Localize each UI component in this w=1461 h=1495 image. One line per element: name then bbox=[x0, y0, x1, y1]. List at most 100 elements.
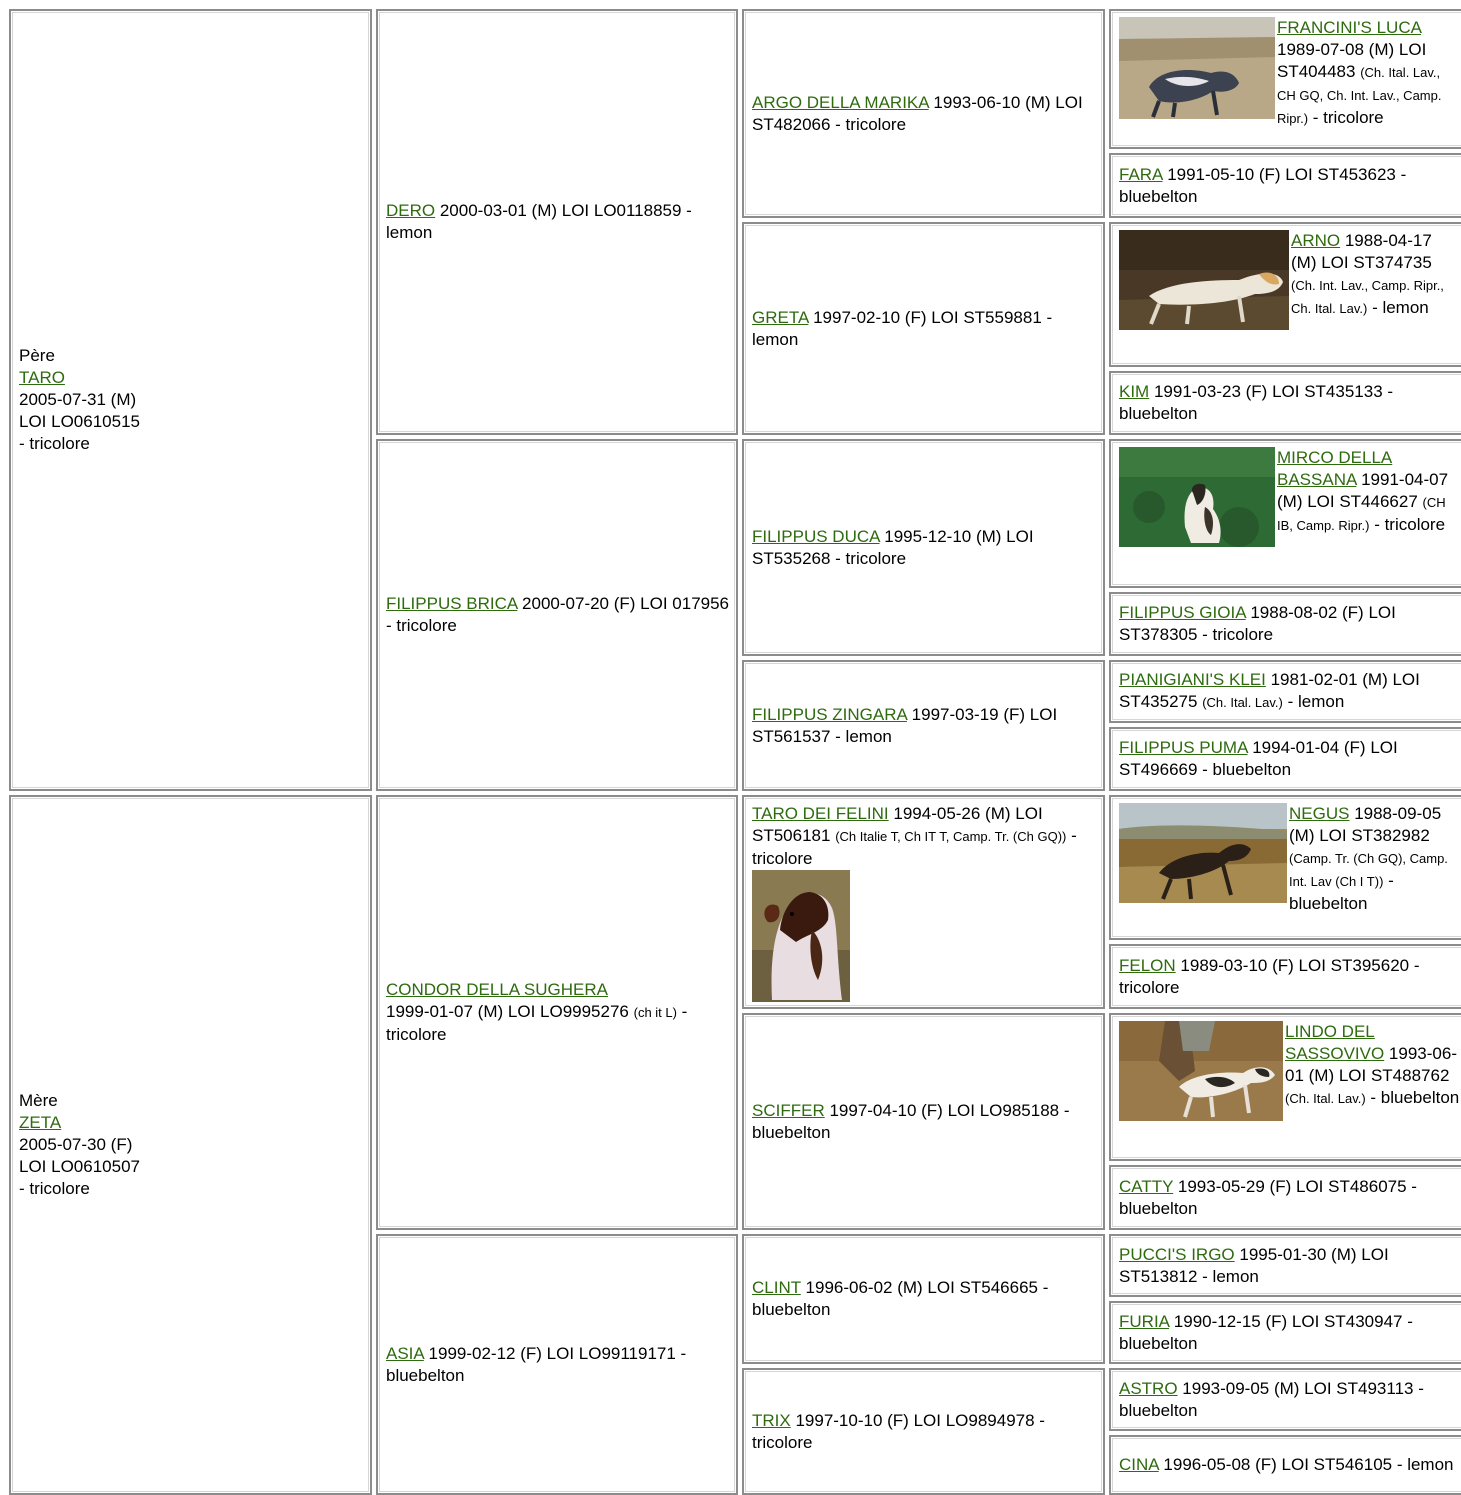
dog-details: 2000-03-01 (M) LOI LO0118859 - lemon bbox=[386, 201, 692, 242]
dog-name-link[interactable]: FILIPPUS PUMA bbox=[1119, 738, 1248, 757]
gen4-cell: FILIPPUS GIOIA 1988-08-02 (F) LOI ST3783… bbox=[1109, 592, 1461, 656]
dog-titles: (Ch. Ital. Lav.) bbox=[1285, 1091, 1366, 1106]
gen2-cell: CONDOR DELLA SUGHERA 1999-01-07 (M) LOI L… bbox=[376, 795, 738, 1230]
sire-registry: LOI LO0610515 bbox=[19, 412, 140, 431]
dog-name-link[interactable]: FILIPPUS DUCA bbox=[752, 526, 880, 546]
dog-details: 1993-09-05 (M) LOI ST493113 - bluebelton bbox=[1119, 1378, 1424, 1420]
dog-details: 1989-07-08 (M) LOI ST404483 bbox=[1277, 40, 1427, 81]
gen3-cell: CLINT 1996-06-02 (M) LOI ST546665 - blue… bbox=[742, 1234, 1105, 1364]
sire-name-link[interactable]: TARO bbox=[19, 368, 65, 387]
dog-details: 1999-02-12 (F) LOI LO99119171 - bluebelt… bbox=[386, 1343, 687, 1385]
gen4-cell: FARA 1991-05-10 (F) LOI ST453623 - blueb… bbox=[1109, 153, 1461, 218]
dog-details: 1999-01-07 (M) LOI LO9995276 bbox=[386, 1002, 634, 1021]
gen4-cell: NEGUS 1988-09-05 (M) LOI ST382982 (Camp.… bbox=[1109, 795, 1461, 940]
dog-titles: (Camp. Tr. (Ch GQ), Camp. Int. Lav (Ch I… bbox=[1289, 851, 1448, 889]
dog-name-link[interactable]: CLINT bbox=[752, 1278, 801, 1297]
dog-details: 1981-02-01 (M) LOI ST435275 bbox=[1119, 670, 1420, 711]
dog-details: 1993-06-01 (M) LOI ST488762 bbox=[1285, 1044, 1457, 1085]
dog-name-link[interactable]: SCIFFER bbox=[752, 1100, 825, 1120]
dog-name-link[interactable]: CATTY bbox=[1119, 1176, 1174, 1196]
gen3-cell: GRETA 1997-02-10 (F) LOI ST559881 - lemo… bbox=[742, 222, 1105, 435]
dog-name-link[interactable]: PIANIGIANI'S KLEI bbox=[1119, 670, 1266, 689]
dog-name-link[interactable]: FILIPPUS ZINGARA bbox=[752, 704, 907, 724]
dog-details: 1991-04-07 (M) LOI ST446627 bbox=[1277, 470, 1449, 511]
gen4-cell: MIRCO DELLA BASSANA 1991-04-07 (M) LOI S… bbox=[1109, 439, 1461, 588]
dam-color: - tricolore bbox=[19, 1179, 90, 1198]
gen4-cell: LINDO DEL SASSOVIVO 1993-06-01 (M) LOI S… bbox=[1109, 1013, 1461, 1161]
gen4-cell: FRANCINI'S LUCA 1989-07-08 (M) LOI ST404… bbox=[1109, 9, 1461, 149]
dog-name-link[interactable]: ASTRO bbox=[1119, 1378, 1178, 1398]
dog-name-link[interactable]: FILIPPUS GIOIA bbox=[1119, 603, 1246, 622]
gen4-cell: ARNO 1988-04-17 (M) LOI ST374735 (Ch. In… bbox=[1109, 222, 1461, 367]
gen2-cell: ASIA 1999-02-12 (F) LOI LO99119171 - blu… bbox=[376, 1234, 738, 1495]
sire-cell: Père TARO 2005-07-31 (M) LOI LO0610515 -… bbox=[9, 9, 372, 791]
dog-name-link[interactable]: FILIPPUS BRICA bbox=[386, 594, 518, 613]
dog-details: 1997-03-19 (F) LOI ST561537 - lemon bbox=[752, 704, 1058, 746]
dog-details: 1993-05-29 (F) LOI ST486075 - bluebelton bbox=[1119, 1176, 1417, 1218]
dog-color: - bluebelton bbox=[1365, 1088, 1460, 1107]
dog-name-link[interactable]: TARO DEI FELINI bbox=[752, 804, 889, 823]
dog-color: - tricolore bbox=[752, 826, 1077, 868]
dog-details: 1989-03-10 (F) LOI ST395620 - tricolore bbox=[1119, 955, 1420, 997]
dog-name-link[interactable]: MIRCO DELLA BASSANA bbox=[1277, 448, 1393, 489]
dam-birth: 2005-07-30 (F) bbox=[19, 1135, 133, 1154]
dog-name-link[interactable]: NEGUS bbox=[1289, 804, 1350, 823]
gen3-cell: TRIX 1997-10-10 (F) LOI LO9894978 - tric… bbox=[742, 1368, 1105, 1495]
dog-name-link[interactable]: TRIX bbox=[752, 1410, 791, 1430]
dog-details: 1996-05-08 (F) LOI ST546105 - lemon bbox=[1158, 1455, 1454, 1474]
dog-name-link[interactable]: ARNO bbox=[1291, 231, 1341, 250]
dog-color: - lemon bbox=[1367, 298, 1429, 317]
dam-name-link[interactable]: ZETA bbox=[19, 1113, 62, 1132]
gen4-cell: FILIPPUS PUMA 1994-01-04 (F) LOI ST49666… bbox=[1109, 727, 1461, 791]
gen4-cell: KIM 1991-03-23 (F) LOI ST435133 - bluebe… bbox=[1109, 371, 1461, 435]
dog-photo[interactable] bbox=[1119, 803, 1287, 903]
dog-titles: (CH IB, Camp. Ripr.) bbox=[1277, 495, 1446, 533]
gen3-cell: SCIFFER 1997-04-10 (F) LOI LO985188 - bl… bbox=[742, 1013, 1105, 1230]
dog-name-link[interactable]: CONDOR DELLA SUGHERA bbox=[386, 980, 608, 999]
dog-details: 1988-04-17 (M) LOI ST374735 bbox=[1291, 231, 1432, 272]
gen3-cell: ARGO DELLA MARIKA 1993-06-10 (M) LOI ST4… bbox=[742, 9, 1105, 218]
gen4-cell: CINA 1996-05-08 (F) LOI ST546105 - lemon bbox=[1109, 1435, 1461, 1495]
dog-color: - lemon bbox=[1282, 692, 1345, 711]
dog-details: 1997-04-10 (F) LOI LO985188 - bluebelton bbox=[752, 1100, 1070, 1142]
dog-name-link[interactable]: GRETA bbox=[752, 307, 809, 327]
dog-color: - tricolore bbox=[386, 1002, 688, 1044]
gen4-cell: PIANIGIANI'S KLEI 1981-02-01 (M) LOI ST4… bbox=[1109, 660, 1461, 723]
dam-registry: LOI LO0610507 bbox=[19, 1157, 140, 1176]
dog-details: 1990-12-15 (F) LOI ST430947 - bluebelton bbox=[1119, 1311, 1413, 1353]
dog-photo[interactable] bbox=[1119, 230, 1289, 330]
dog-details: 1995-01-30 (M) LOI ST513812 - lemon bbox=[1119, 1244, 1389, 1286]
dog-name-link[interactable]: KIM bbox=[1119, 382, 1150, 401]
dog-photo[interactable] bbox=[1119, 17, 1275, 119]
gen3-cell: TARO DEI FELINI 1994-05-26 (M) LOI ST506… bbox=[742, 795, 1105, 1009]
gen4-cell: FELON 1989-03-10 (F) LOI ST395620 - tric… bbox=[1109, 944, 1461, 1009]
dog-name-link[interactable]: FARA bbox=[1119, 164, 1163, 184]
dog-details: 1994-05-26 (M) LOI ST506181 bbox=[752, 804, 1043, 845]
dog-name-link[interactable]: FURIA bbox=[1119, 1311, 1170, 1331]
dog-details: 1995-12-10 (M) LOI ST535268 - tricolore bbox=[752, 526, 1034, 568]
dog-titles: (Ch. Ital. Lav.) bbox=[1202, 695, 1283, 710]
dam-cell: Mère ZETA 2005-07-30 (F) LOI LO0610507 -… bbox=[9, 795, 372, 1495]
sire-birth: 2005-07-31 (M) bbox=[19, 390, 137, 409]
dog-name-link[interactable]: LINDO DEL SASSOVIVO bbox=[1285, 1022, 1385, 1063]
dam-label: Mère bbox=[19, 1091, 58, 1110]
dog-name-link[interactable]: ASIA bbox=[386, 1343, 424, 1363]
dog-details: 1997-10-10 (F) LOI LO9894978 - tricolore bbox=[752, 1410, 1045, 1452]
dog-photo[interactable] bbox=[752, 870, 850, 1002]
dog-titles: (Ch Italie T, Ch IT T, Camp. Tr. (Ch GQ)… bbox=[835, 829, 1067, 844]
dog-name-link[interactable]: ARGO DELLA MARIKA bbox=[752, 92, 929, 112]
dog-name-link[interactable]: DERO bbox=[386, 201, 436, 220]
dog-name-link[interactable]: FELON bbox=[1119, 955, 1176, 975]
dog-name-link[interactable]: PUCCI'S IRGO bbox=[1119, 1244, 1235, 1264]
dog-name-link[interactable]: FRANCINI'S LUCA bbox=[1277, 18, 1421, 37]
dog-photo[interactable] bbox=[1119, 1021, 1283, 1121]
dog-name-link[interactable]: CINA bbox=[1119, 1455, 1159, 1474]
dog-details: 1994-01-04 (F) LOI ST496669 - bluebelton bbox=[1119, 738, 1398, 779]
dog-details: 2000-07-20 (F) LOI 017956 - tricolore bbox=[386, 594, 730, 635]
dog-color: - bluebelton bbox=[1289, 871, 1394, 913]
gen3-cell: FILIPPUS ZINGARA 1997-03-19 (F) LOI ST56… bbox=[742, 660, 1105, 791]
gen4-cell: ASTRO 1993-09-05 (M) LOI ST493113 - blue… bbox=[1109, 1368, 1461, 1431]
dog-photo[interactable] bbox=[1119, 447, 1275, 547]
dog-titles: (ch it L) bbox=[633, 1005, 677, 1020]
dog-details: 1991-03-23 (F) LOI ST435133 - bluebelton bbox=[1119, 382, 1394, 423]
